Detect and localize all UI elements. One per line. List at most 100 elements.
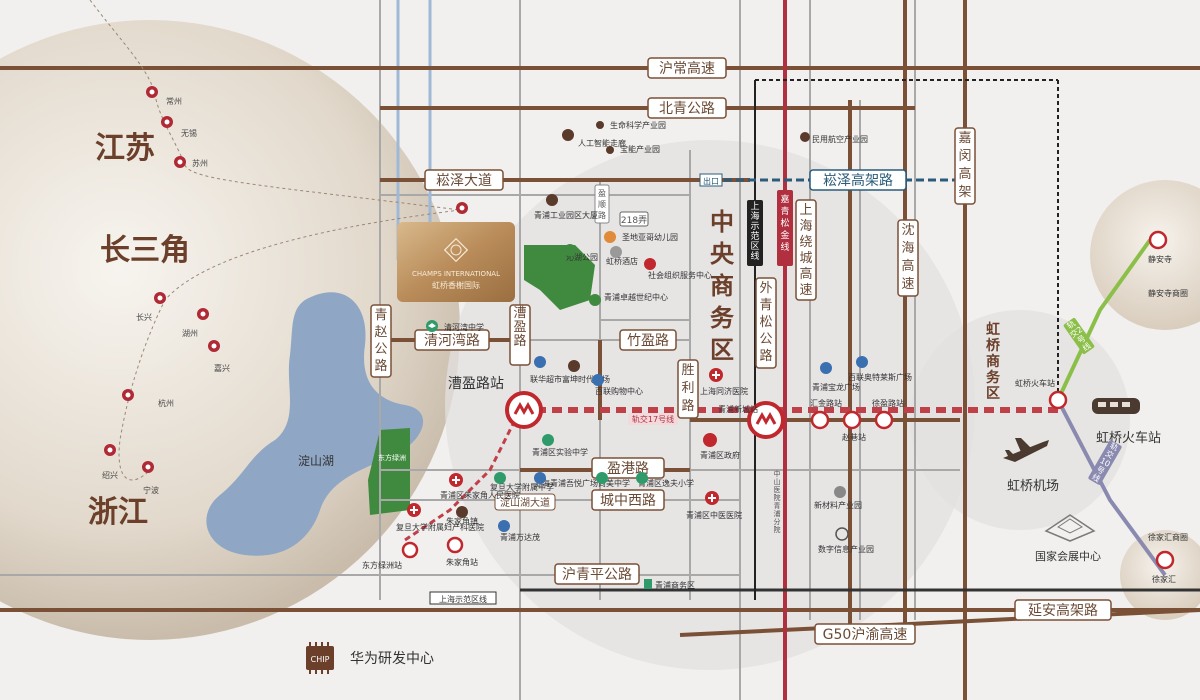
- city-changxing: 长兴: [136, 312, 152, 322]
- metro-hongqiao-icon: [1048, 390, 1068, 410]
- poi-pavilion: 青浦卓越世纪中心: [604, 292, 668, 302]
- aviation-icon: [800, 132, 810, 142]
- line10-track: [1056, 399, 1167, 577]
- metro-qingpu-newtown-icon: [747, 401, 785, 439]
- metro-xujiahui-icon: [1155, 550, 1175, 570]
- hotel-icon: [610, 246, 622, 258]
- city-suzhou: 苏州: [192, 158, 208, 168]
- road-pills: 沪常高速 北青公路 崧泽大道 崧泽高架路 出口 清河湾路 竹盈路 盈港路 城中西…: [414, 57, 1112, 645]
- demo-line-h-label: 上海示范区线: [439, 594, 487, 604]
- road-qinghewan: 清河湾路: [424, 332, 480, 349]
- demo-line-v-label: 上海示范区线: [750, 202, 760, 262]
- city-hangzhou: 杭州: [158, 398, 174, 408]
- station-qingpu-newtown: 青浦新城站: [718, 404, 758, 414]
- train-icon: [1092, 398, 1140, 414]
- line2-track: [1056, 238, 1152, 401]
- pin-hangzhou-icon: [122, 389, 134, 401]
- poi-icons: [407, 121, 868, 589]
- green-zone: [368, 428, 410, 515]
- metro-zhujiajiao-icon: [446, 536, 464, 554]
- pin-ningbo-icon: [142, 461, 154, 473]
- line17-label: 轨交17号线: [632, 414, 674, 424]
- poi-jingan-cbd: 静安寺商圈: [1148, 288, 1188, 298]
- building-icon: [644, 579, 652, 589]
- chip-label: CHIP: [311, 655, 330, 664]
- region-yangtze-delta: 长三角: [100, 233, 190, 268]
- poi-zhongshan-hospital: 中山医院青浦分院: [773, 470, 781, 534]
- airplane-icon: [1003, 438, 1049, 462]
- road-caoying: 漕盈路: [513, 306, 527, 349]
- poi-ai-town: 人工智能走廊: [578, 138, 626, 148]
- hospital-icon: [709, 368, 723, 382]
- station-hongqiao-airport: 虹桥机场: [1007, 479, 1059, 494]
- road-yanan: 延安高架路: [1028, 602, 1098, 619]
- metro-xuying-icon: [874, 410, 894, 430]
- materials-icon: [834, 486, 846, 498]
- chip-icon: CHIP: [306, 642, 334, 674]
- cbd-char-5: 区: [710, 336, 734, 364]
- poi-experimental-school: 青浦区实验中学: [532, 447, 588, 457]
- poi-huiyou: 上海青浦吾悦广场: [534, 478, 598, 488]
- station-hongqiao-rail: 虹桥火车站: [1096, 430, 1161, 446]
- line17-west: [404, 409, 522, 542]
- jiaqing-line-label: 嘉青松金线: [780, 195, 790, 253]
- green-label: 东方绿洲: [378, 453, 406, 462]
- station-hongqiao-small: 虹桥火车站: [1015, 378, 1055, 388]
- kindergarten-icon: [604, 231, 616, 243]
- road-chengzhong: 城中西路: [600, 493, 656, 509]
- exit-label: 出口: [703, 176, 719, 186]
- shopping3-icon: [856, 356, 868, 368]
- shopping2-icon: [820, 362, 832, 374]
- metro-huijin-icon: [810, 410, 830, 430]
- poi-national-expo: 国家会展中心: [1035, 549, 1101, 563]
- poi-huading: 富坤时代广场: [562, 374, 610, 384]
- hospital4-icon: [407, 503, 421, 517]
- poi-fudan-attached: 复旦大学附属中学: [490, 482, 554, 492]
- road-beiqing: 北青公路: [659, 101, 715, 117]
- expo-icon: [1044, 514, 1096, 542]
- poi-social-org: 社会组织服务中心: [648, 270, 712, 280]
- tech-icon: [596, 121, 604, 129]
- region-hongqiao-cbd: 虹桥商务区: [986, 322, 1000, 402]
- poi-fudan-obgyn: 复旦大学附属妇产科医院: [396, 522, 484, 532]
- poi-qingpu-govt: 青浦区政府: [700, 450, 740, 460]
- poi-life-science: 生命科学产业园: [610, 120, 666, 130]
- town-icon: [456, 506, 468, 518]
- city-shaoxing: 绍兴: [102, 470, 118, 480]
- poi-qingpu-escort: 青浦区逸夫小学: [638, 478, 694, 488]
- shopping-bag-icon: [592, 374, 604, 386]
- hospital2-icon: [449, 473, 463, 487]
- xujiahui-sphere: [1120, 530, 1200, 620]
- poi-new-materials: 新材料产业园: [814, 500, 862, 510]
- road-yinggang: 盈港路: [607, 461, 649, 477]
- shopping5-icon: [498, 520, 510, 532]
- station-dongfang: 东方绿洲站: [362, 560, 402, 570]
- school-icon: [426, 320, 438, 332]
- pin-shaoxing-icon: [104, 444, 116, 456]
- region-zhejiang: 浙江: [88, 495, 148, 530]
- digital-icon: [835, 527, 849, 541]
- poi-labels: 清河湾中学 青浦工业园区大厦 生命科学产业园 人工智能走廊 宝能产业园 民用航空…: [396, 120, 1188, 590]
- jingan-sphere: [1090, 180, 1200, 330]
- poi-qinghewan-school: 清河湾中学: [444, 322, 484, 332]
- road-jiamin: 嘉闵高架: [958, 131, 972, 200]
- school5-icon: [636, 472, 648, 484]
- poi-digital-info: 数字信息产业园: [818, 544, 874, 554]
- metro-caoying-icon: [505, 391, 543, 429]
- city-wuxi: 无锡: [181, 129, 197, 138]
- river: [396, 0, 432, 260]
- cbd-char-1: 中: [710, 208, 734, 236]
- poi-wanda-plaza: 青浦万达茂: [500, 532, 540, 542]
- road-dianshanhu: 淀山湖大道: [500, 496, 550, 509]
- station-caoying: 漕盈路站: [448, 376, 504, 392]
- shopping-icon: [534, 356, 546, 368]
- road-huqingping: 沪青平公路: [562, 567, 632, 583]
- road-shengli: 胜利路: [681, 363, 695, 414]
- pin-suzhou-icon: [174, 156, 186, 168]
- region-dotted-north: [89, 0, 461, 211]
- lab-icon: [562, 129, 574, 141]
- metro-stations: [401, 230, 1175, 570]
- metro-zhaoxiang-icon: [842, 410, 862, 430]
